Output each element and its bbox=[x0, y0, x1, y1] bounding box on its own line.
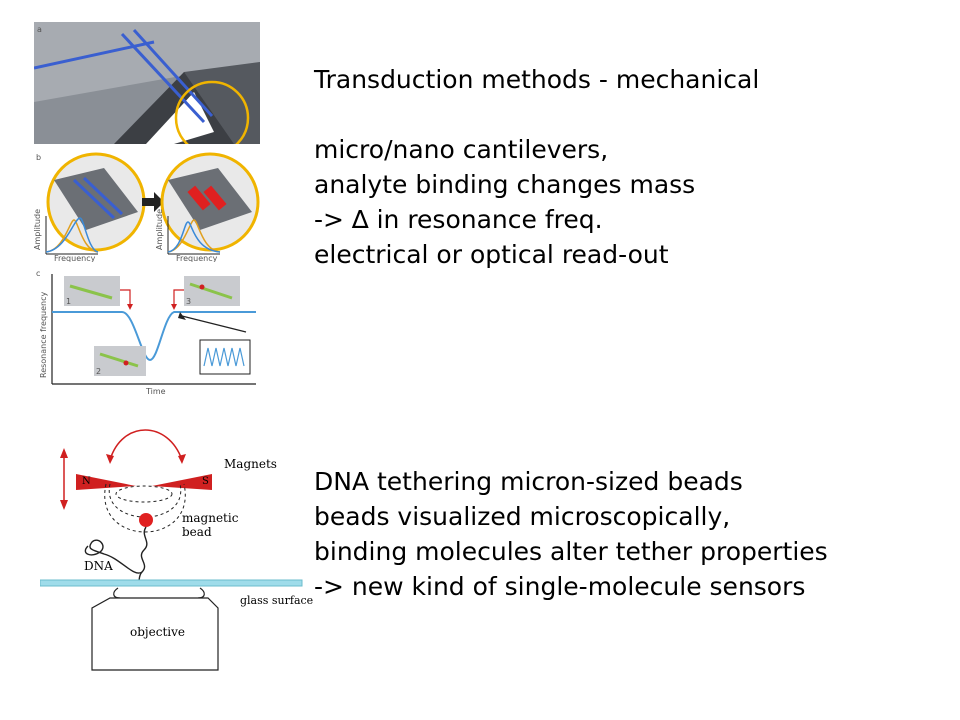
bead-label-line1: magnetic bbox=[182, 511, 239, 525]
glass-surface-label: glass surface bbox=[240, 594, 313, 607]
magnetic-tweezers-diagram: N S Magnets magnetic bead DNA glass surf… bbox=[40, 429, 313, 671]
bead-label-line2: bead bbox=[182, 525, 212, 539]
magnets-label: Magnets bbox=[224, 457, 277, 471]
dna-tethering-text: DNA tethering micron-sized beads beads v… bbox=[314, 464, 828, 604]
frequency-label-left: Frequency bbox=[54, 254, 96, 262]
amplitude-label-right: Amplitude bbox=[155, 209, 164, 250]
panel-c-letter: c bbox=[36, 269, 40, 278]
panel-a-letter: a bbox=[37, 25, 42, 34]
panel-b-letter: b bbox=[36, 153, 41, 162]
dna-label: DNA bbox=[84, 559, 113, 573]
text-single-molecule: -> new kind of single-molecule sensors bbox=[314, 572, 806, 601]
text-binding-mass: analyte binding changes mass bbox=[314, 170, 696, 199]
step-2-label: 2 bbox=[96, 367, 101, 376]
step-3-label: 3 bbox=[186, 297, 191, 306]
objective-label: objective bbox=[130, 625, 185, 639]
slide-title: Transduction methods - mechanical bbox=[314, 65, 760, 94]
text-dna-tethering: DNA tethering micron-sized beads bbox=[314, 467, 743, 496]
magnet-south-label: S bbox=[202, 476, 209, 487]
cantilever-image-panel-b: b Amplitude Frequency Amplitude Frequenc… bbox=[34, 150, 260, 262]
text-resonance-change: -> ∆ in resonance freq. bbox=[314, 205, 603, 234]
cantilever-image-panel-a: a bbox=[34, 22, 260, 144]
frequency-label-right: Frequency bbox=[176, 254, 218, 262]
text-cantilevers: micro/nano cantilevers, bbox=[314, 135, 609, 164]
time-label: Time bbox=[145, 387, 166, 396]
mechanical-transduction-text: Transduction methods - mechanical micro/… bbox=[314, 62, 759, 272]
text-beads-visualized: beads visualized microscopically, bbox=[314, 502, 731, 531]
amplitude-label-left: Amplitude bbox=[34, 209, 42, 250]
magnet-north-label: N bbox=[82, 476, 91, 487]
resonance-frequency-label: Resonance frequency bbox=[39, 292, 48, 378]
text-readout: electrical or optical read-out bbox=[314, 240, 669, 269]
step-1-label: 1 bbox=[66, 297, 71, 306]
cantilever-image-panel-c: c Resonance frequency Time 1 3 2 bbox=[34, 266, 260, 396]
text-binding-molecules: binding molecules alter tether propertie… bbox=[314, 537, 828, 566]
